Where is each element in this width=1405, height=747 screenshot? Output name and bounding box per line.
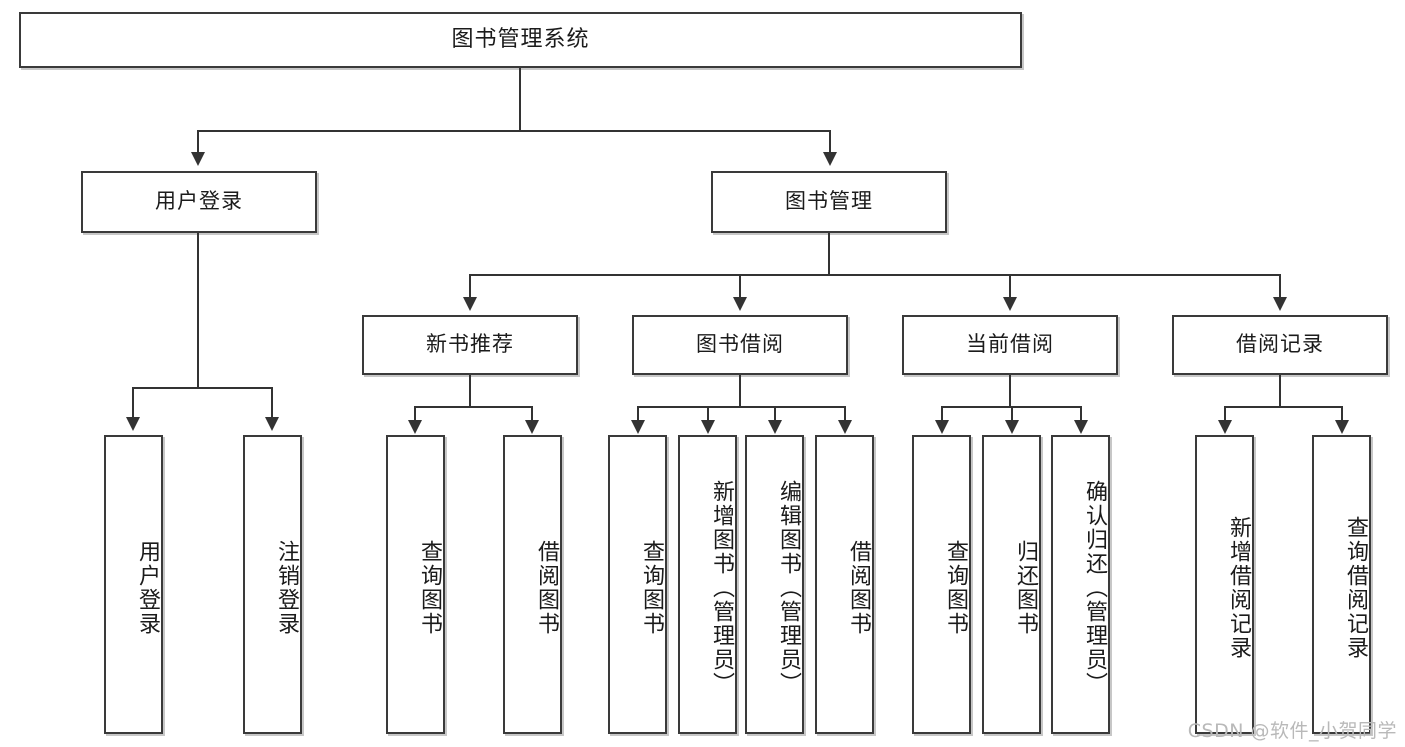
node-label: 查询图书 — [417, 539, 442, 636]
connector-drop-book-borrow — [739, 274, 741, 299]
leaf-logout[interactable]: 注销登录 — [243, 435, 302, 734]
connector-level3-bus — [469, 274, 1281, 276]
connector-drop-book-mgmt — [829, 130, 831, 156]
connector-borrow-record-stem — [1279, 375, 1281, 407]
arrowhead-nb-borrow — [525, 420, 539, 434]
connector-drop-bb-add — [707, 406, 709, 422]
node-label: 用户登录 — [155, 189, 243, 214]
connector-book-mgmt-stem — [828, 233, 830, 276]
node-book-management[interactable]: 图书管理 — [711, 171, 947, 233]
connector-borrow-record-bus — [1224, 406, 1342, 408]
connector-drop-cb-confirm — [1080, 406, 1082, 422]
arrowhead-bb-borrow — [838, 420, 852, 434]
node-label: 借阅图书 — [534, 539, 559, 636]
node-label: 图书管理 — [785, 189, 873, 214]
arrowhead-bb-edit — [768, 420, 782, 434]
connector-drop-user-login — [197, 130, 199, 156]
node-borrow-record[interactable]: 借阅记录 — [1172, 315, 1388, 375]
node-label: 注销登录 — [274, 539, 299, 636]
node-label: 借阅记录 — [1236, 332, 1324, 357]
node-label: 查询图书 — [943, 539, 968, 636]
node-label: 查询借阅记录 — [1343, 515, 1368, 660]
connector-drop-current-borrow — [1009, 274, 1011, 299]
node-label: 图书管理系统 — [451, 26, 590, 52]
arrowhead-new-book — [463, 297, 477, 311]
arrowhead-user-login — [191, 152, 205, 166]
connector-level2-bus — [197, 130, 831, 132]
leaf-nb-borrow-book[interactable]: 借阅图书 — [503, 435, 562, 734]
node-user-login[interactable]: 用户登录 — [81, 171, 317, 233]
connector-drop-br-query — [1341, 406, 1343, 422]
node-label: 图书借阅 — [696, 332, 784, 357]
node-label: 新书推荐 — [426, 332, 514, 357]
connector-user-login-bus — [132, 387, 271, 389]
node-current-borrow[interactable]: 当前借阅 — [902, 315, 1118, 375]
connector-book-borrow-bus — [637, 406, 845, 408]
node-label: 归还图书 — [1013, 539, 1038, 636]
connector-drop-cb-query — [941, 406, 943, 422]
connector-user-login-stem — [197, 233, 199, 388]
leaf-bb-edit-book[interactable]: 编辑图书（管理员） — [745, 435, 804, 734]
connector-drop-nb-query — [414, 406, 416, 422]
connector-root-stem — [519, 68, 521, 131]
leaf-cb-query-book[interactable]: 查询图书 — [912, 435, 971, 734]
arrowhead-cb-return — [1005, 420, 1019, 434]
arrowhead-cb-confirm — [1074, 420, 1088, 434]
leaf-br-add-record[interactable]: 新增借阅记录 — [1195, 435, 1254, 734]
connector-new-book-stem — [469, 375, 471, 407]
connector-drop-leaf-logout — [271, 387, 273, 419]
connector-book-borrow-stem — [739, 375, 741, 407]
arrowhead-book-mgmt — [823, 152, 837, 166]
connector-drop-cb-return — [1011, 406, 1013, 422]
arrowhead-current-borrow — [1003, 297, 1017, 311]
leaf-cb-confirm-return[interactable]: 确认归还（管理员） — [1051, 435, 1110, 734]
connector-drop-br-add — [1224, 406, 1226, 422]
connector-drop-nb-borrow — [531, 406, 533, 422]
node-label: 查询图书 — [639, 539, 664, 636]
leaf-nb-query-book[interactable]: 查询图书 — [386, 435, 445, 734]
arrowhead-cb-query — [935, 420, 949, 434]
node-label: 当前借阅 — [966, 332, 1054, 357]
arrowhead-br-query — [1335, 420, 1349, 434]
arrowhead-book-borrow — [733, 297, 747, 311]
leaf-bb-query-book[interactable]: 查询图书 — [608, 435, 667, 734]
connector-new-book-bus — [414, 406, 532, 408]
arrowhead-leaf-user-login — [126, 417, 140, 431]
node-label: 新增借阅记录 — [1226, 515, 1251, 660]
connector-drop-bb-edit — [774, 406, 776, 422]
leaf-bb-add-book[interactable]: 新增图书（管理员） — [678, 435, 737, 734]
arrowhead-borrow-record — [1273, 297, 1287, 311]
arrowhead-bb-query — [631, 420, 645, 434]
leaf-cb-return-book[interactable]: 归还图书 — [982, 435, 1041, 734]
connector-drop-new-book — [469, 274, 471, 299]
arrowhead-bb-add — [701, 420, 715, 434]
arrowhead-br-add — [1218, 420, 1232, 434]
leaf-bb-borrow-book[interactable]: 借阅图书 — [815, 435, 874, 734]
node-book-borrow[interactable]: 图书借阅 — [632, 315, 848, 375]
connector-drop-bb-query — [637, 406, 639, 422]
node-label: 确认归还（管理员） — [1082, 479, 1107, 696]
connector-drop-leaf-user-login — [132, 387, 134, 419]
node-new-book-recommend[interactable]: 新书推荐 — [362, 315, 578, 375]
node-label: 借阅图书 — [846, 539, 871, 636]
arrowhead-leaf-logout — [265, 417, 279, 431]
node-root-system[interactable]: 图书管理系统 — [19, 12, 1022, 68]
arrowhead-nb-query — [408, 420, 422, 434]
connector-drop-borrow-record — [1279, 274, 1281, 299]
connector-drop-bb-borrow — [844, 406, 846, 422]
node-label: 编辑图书（管理员） — [776, 479, 801, 696]
leaf-br-query-record[interactable]: 查询借阅记录 — [1312, 435, 1371, 734]
node-label: 新增图书（管理员） — [709, 479, 734, 696]
leaf-user-login[interactable]: 用户登录 — [104, 435, 163, 734]
connector-current-borrow-stem — [1009, 375, 1011, 407]
node-label: 用户登录 — [135, 539, 160, 636]
